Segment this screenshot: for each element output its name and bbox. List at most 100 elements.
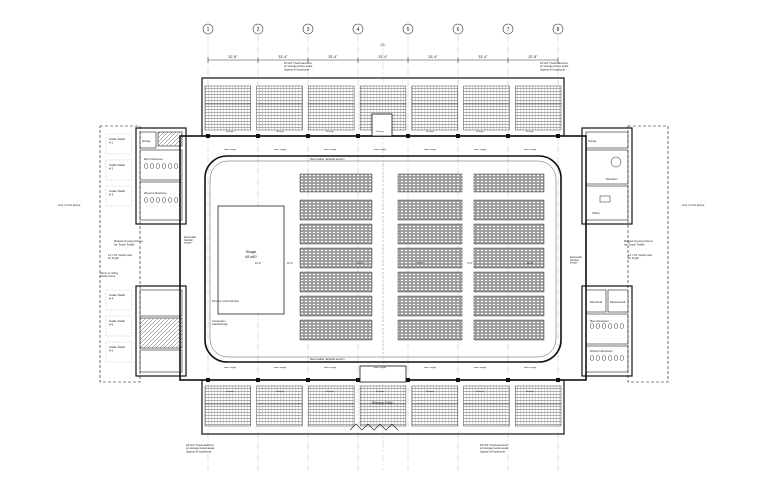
grid-bubble [552,23,564,35]
floor-dimension: 10'-0" [287,262,293,265]
room-womens-right: Women's Restroom [590,349,613,353]
cattle-stall-zone [105,341,133,363]
grid-bubble-label: 6 [457,27,460,33]
seating-block [397,295,463,317]
toilet-fixture [167,163,173,169]
cattle-stall-label: Cattle Stalls# 5 [109,319,126,326]
conference-table [610,156,622,168]
structural-column [456,134,460,138]
right-annex-rooms [585,131,629,373]
bleacher-section-top [308,85,355,131]
bleacher-section-bottom [359,385,407,427]
seating-block [473,271,545,293]
toilet-fixture [149,163,155,169]
cattle-stall-label: Cattle Stalls# 3 [109,189,126,196]
toilet-fixture [149,197,155,203]
note-roof-right: Line of roof above [682,203,705,207]
seating-block [397,199,463,221]
structural-column [406,378,410,382]
seating-block [299,173,373,193]
toilet-fixture [173,197,179,203]
grid-bubble-label: 2 [257,27,260,33]
toilet-fixture [161,197,167,203]
seating-block [397,223,463,245]
grid-bubble [452,23,464,35]
water-supply-tag: water supply [424,366,437,369]
primary-entry [349,113,407,431]
arena-rail [204,155,562,363]
toilet-fixture [619,323,625,329]
centerline-mark: CL [380,42,386,47]
water-supply-tag: water supply [474,366,487,369]
note-roof-left: Line of roof above [58,203,81,207]
seating-block [299,223,373,245]
water-supply-tag: water supply [474,148,487,151]
grid-bubble [502,23,514,35]
storage-tag-bottom: Storage [426,390,434,393]
seating-block [299,199,373,221]
grid-bubble-label: 8 [557,27,560,33]
grid-bubble [352,23,364,35]
seating-block [473,319,545,341]
bleacher-section-top [515,85,562,131]
storage-tag-top: Storage [226,130,234,133]
structural-column [206,134,210,138]
toilet-fixture [143,197,149,203]
room-reception: Reception [606,177,618,181]
storage-tag-top: Storage [526,130,534,133]
storage-tag-bottom: Storage [226,390,234,393]
bleacher-section-top [411,85,458,131]
bleacher-section-bottom [308,385,355,427]
seating-block [473,247,545,269]
bleacher-section-top [256,85,303,131]
room-electrical: Electrical [590,300,603,304]
room-mens-right: Men's Restroom [590,319,609,323]
toilet-fixture [613,323,619,329]
toilet-fixture [143,163,149,169]
dimension-label: 32'-8" [528,55,538,59]
water-supply-tag: water supply [374,366,387,369]
seating-block [299,295,373,317]
room-mens-left: Men's Restroom [144,157,163,161]
grid-bubble-label: 7 [507,27,510,33]
toilet-fixture [589,323,595,329]
seating-block [299,319,373,341]
bleacher-section-bottom [411,385,458,427]
room-storage-left: Storage [142,140,151,143]
cattle-stall-zone [105,159,133,181]
room-storage-right: Storage [588,140,597,143]
water-supply-tag: water supply [224,366,237,369]
toilet-fixture [595,323,601,329]
room-womens-left: Women's Restroom [144,191,167,195]
structural-column [506,134,510,138]
storage-tag-top: Storage [476,130,484,133]
left-annex-rooms [139,131,183,373]
storage-tag-bottom: Storage [326,390,334,393]
structural-column [256,378,260,382]
toilet-fixture [595,355,601,361]
bleacher-section-bottom [204,385,251,427]
seating-block [473,295,545,317]
grid-bubble [252,23,264,35]
stage-label-line: 40'x60' [245,254,258,259]
water-supply-tag: water supply [424,148,437,151]
structural-column [556,134,560,138]
cattle-stall-zone [105,289,133,311]
toilet-fixture [613,355,619,361]
dimension-label: 33'-4" [378,55,388,59]
toilet-fixture [601,323,607,329]
toilet-fixture [607,323,613,329]
water-supply-tag: water supply [224,148,237,151]
floor-dimension: 12'-0" [527,262,533,265]
grid-bubble-label: 5 [407,27,410,33]
water-supply-tag: water supply [374,148,387,151]
floor-dimension: 13'-0" [357,262,363,265]
